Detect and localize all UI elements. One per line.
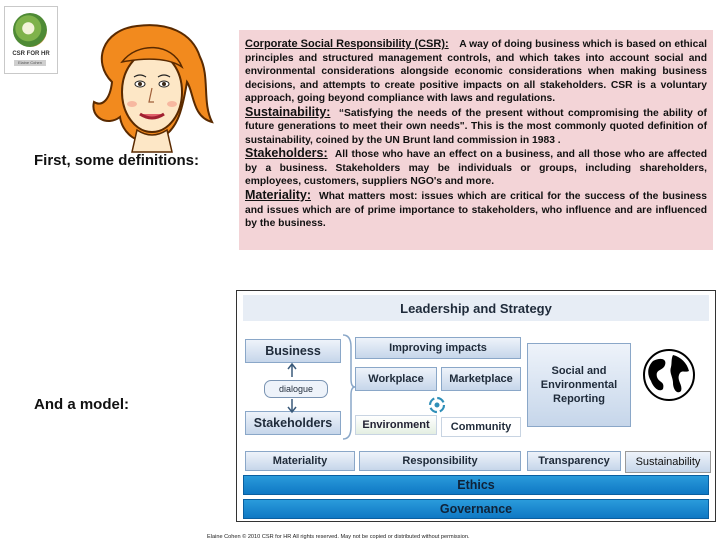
csr-text: A way of doing business which is based o…	[245, 39, 707, 105]
reporting-box: Social and Environmental Reporting	[527, 343, 631, 427]
dialogue-label: dialogue	[264, 380, 328, 398]
environment-box: Environment	[355, 415, 437, 435]
definitions-box: Corporate Social Responsibility (CSR): A…	[239, 30, 713, 250]
sustainability-definition: Sustainability: “Satisfying the needs of…	[245, 104, 707, 148]
cycle-icon	[428, 396, 446, 414]
materiality-definition: Materiality: What matters most: issues w…	[245, 188, 707, 231]
logo-tag: Elaine Cohen	[14, 60, 46, 66]
sustainability-box: Sustainability	[625, 451, 711, 473]
csr-model-diagram: Leadership and Strategy Business dialogu…	[236, 290, 716, 522]
woman-face-illustration	[92, 24, 214, 153]
sustainability-text: “Satisfying the needs of the present wit…	[245, 107, 707, 146]
business-box: Business	[245, 339, 341, 363]
model-label: And a model:	[34, 396, 130, 413]
definitions-label: First, some definitions:	[34, 152, 200, 169]
responsibility-box: Responsibility	[359, 451, 521, 471]
governance-band: Governance	[243, 499, 709, 519]
materiality-text: What matters most: issues which are crit…	[245, 191, 707, 230]
logo-emblem-icon	[13, 13, 47, 47]
leadership-strategy-box: Leadership and Strategy	[243, 295, 709, 321]
csr-term: Corporate Social Responsibility (CSR):	[245, 38, 449, 50]
sustainability-term: Sustainability:	[245, 104, 331, 119]
logo-text: CSR FOR HR	[12, 51, 50, 57]
transparency-box: Transparency	[527, 451, 621, 471]
stakeholders-definition: Stakeholders: All those who have an effe…	[245, 147, 707, 189]
improving-impacts-box: Improving impacts	[355, 337, 521, 359]
bracket-icon	[342, 334, 355, 440]
stakeholders-box: Stakeholders	[245, 411, 341, 435]
stakeholders-text: All those who have an effect on a busine…	[245, 149, 707, 188]
dialogue-arrows-icon	[287, 362, 297, 414]
csr-for-hr-logo: CSR FOR HR Elaine Cohen	[4, 6, 58, 74]
community-box: Community	[441, 417, 521, 437]
materiality-term: Materiality:	[245, 188, 311, 203]
materiality-box: Materiality	[245, 451, 355, 471]
copyright-footer: Elaine Cohen © 2010 CSR for HR All right…	[207, 534, 470, 540]
stakeholders-term: Stakeholders:	[245, 146, 328, 161]
ethics-band: Ethics	[243, 475, 709, 495]
marketplace-box: Marketplace	[441, 367, 521, 391]
csr-definition: Corporate Social Responsibility (CSR): A…	[245, 38, 707, 106]
globe-icon	[643, 349, 695, 401]
workplace-box: Workplace	[355, 367, 437, 391]
